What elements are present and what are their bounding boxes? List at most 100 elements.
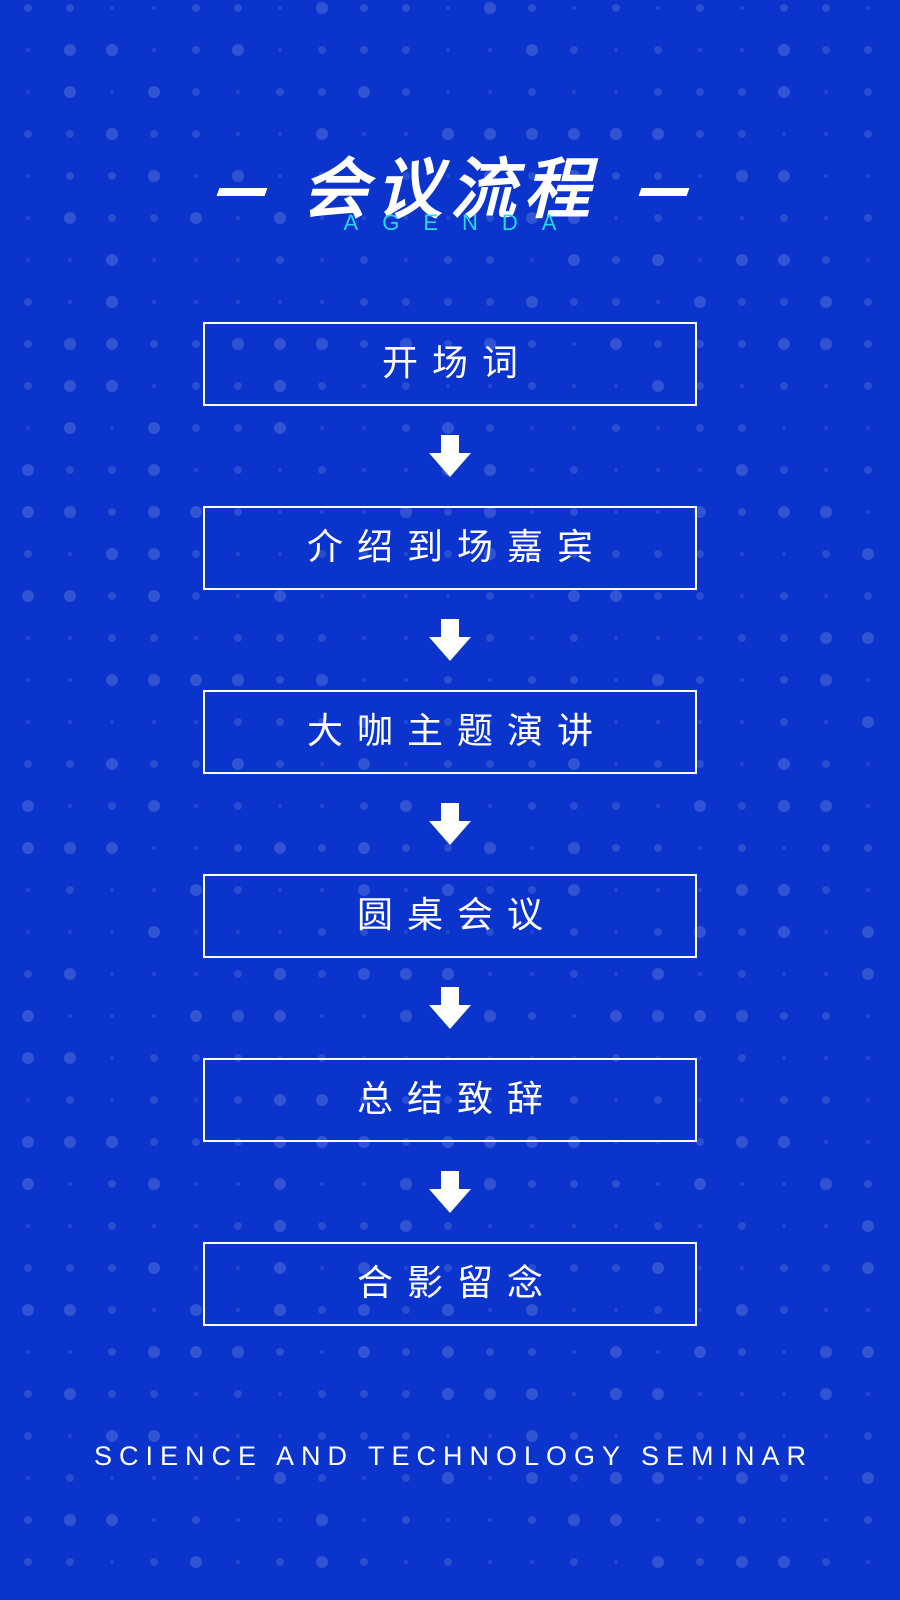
background-dot xyxy=(612,802,620,810)
background-dot xyxy=(696,424,704,432)
background-dot xyxy=(318,1306,326,1314)
background-dot xyxy=(738,1516,746,1524)
background-dot xyxy=(360,298,368,306)
background-dot xyxy=(866,510,870,514)
background-dot xyxy=(654,550,662,558)
background-dot xyxy=(400,338,412,350)
background-dot xyxy=(24,1264,32,1272)
background-dot xyxy=(190,1556,202,1568)
background-dot xyxy=(780,1474,788,1482)
background-dot xyxy=(782,1056,786,1060)
background-dot xyxy=(148,1430,160,1442)
background-dot xyxy=(318,970,326,978)
background-dot xyxy=(274,968,286,980)
background-dot xyxy=(736,884,748,896)
background-dot xyxy=(486,886,494,894)
background-dot xyxy=(404,636,408,640)
background-dot xyxy=(740,6,744,10)
background-dot xyxy=(232,44,244,56)
background-dot xyxy=(110,1560,114,1564)
background-dot xyxy=(22,800,34,812)
background-dot xyxy=(572,90,576,94)
background-dot xyxy=(446,1434,450,1438)
background-dot xyxy=(234,718,242,726)
background-dot xyxy=(26,930,30,934)
background-dot xyxy=(278,174,282,178)
background-dot xyxy=(820,1178,832,1190)
background-dot xyxy=(64,44,76,56)
background-dot xyxy=(446,6,450,10)
background-dot xyxy=(318,382,326,390)
background-dot xyxy=(106,1136,118,1148)
background-dot xyxy=(22,506,34,518)
background-dot xyxy=(362,1476,366,1480)
background-dot xyxy=(320,510,324,514)
background-dot xyxy=(780,1096,788,1104)
background-dot xyxy=(696,1432,704,1440)
background-dot xyxy=(864,1180,872,1188)
background-dot xyxy=(530,426,534,430)
background-dot xyxy=(152,888,156,892)
background-dot xyxy=(108,1180,116,1188)
background-dot xyxy=(488,972,492,976)
background-dot xyxy=(614,930,618,934)
background-dot xyxy=(274,422,286,434)
background-dot xyxy=(698,846,702,850)
background-dot xyxy=(194,1098,198,1102)
background-dot xyxy=(444,1096,452,1104)
background-dot xyxy=(654,46,662,54)
background-dot xyxy=(320,1014,324,1018)
background-dot xyxy=(68,1014,72,1018)
background-dot xyxy=(820,506,832,518)
background-dot xyxy=(106,674,118,686)
background-dot xyxy=(614,384,618,388)
arrow-down-icon xyxy=(203,1142,697,1242)
background-dot xyxy=(736,254,748,266)
background-dot xyxy=(446,90,450,94)
background-dot xyxy=(194,804,198,808)
background-dot xyxy=(446,216,450,220)
background-dot xyxy=(568,842,580,854)
background-dot xyxy=(400,1220,412,1232)
background-dot xyxy=(740,1182,744,1186)
agenda-step-4: 圆桌会议 xyxy=(203,874,697,958)
background-dot xyxy=(236,1560,240,1564)
background-dot xyxy=(236,1476,240,1480)
background-dot xyxy=(22,1010,34,1022)
background-dot xyxy=(110,6,114,10)
background-dot xyxy=(864,340,872,348)
background-dot xyxy=(108,1348,116,1356)
background-dot xyxy=(360,1432,368,1440)
background-dot xyxy=(568,884,580,896)
background-dot xyxy=(570,466,578,474)
background-dot xyxy=(782,972,786,976)
background-dot xyxy=(526,1094,538,1106)
background-dot xyxy=(274,842,286,854)
agenda-step-label: 介绍到场嘉宾 xyxy=(306,527,607,568)
background-dot xyxy=(656,720,660,724)
background-dot xyxy=(106,548,118,560)
background-dot xyxy=(736,1304,748,1316)
background-dot xyxy=(66,172,74,180)
background-dot xyxy=(194,1182,198,1186)
background-dot xyxy=(738,1222,746,1230)
background-dot xyxy=(152,258,156,262)
background-dot xyxy=(234,466,242,474)
background-dot xyxy=(486,1348,494,1356)
background-dot xyxy=(610,338,622,350)
background-dot xyxy=(404,762,408,766)
background-dot xyxy=(190,212,202,224)
background-dot xyxy=(782,1182,786,1186)
background-dot xyxy=(68,636,72,640)
background-dot xyxy=(68,1224,72,1228)
background-dot xyxy=(570,1558,578,1566)
background-dot xyxy=(234,802,242,810)
background-dot xyxy=(360,928,368,936)
background-dot xyxy=(484,128,496,140)
background-dot xyxy=(824,132,828,136)
background-dot xyxy=(782,846,786,850)
background-dot xyxy=(442,422,454,434)
background-dot xyxy=(782,1392,786,1396)
background-dot xyxy=(610,590,622,602)
background-dot xyxy=(442,968,454,980)
